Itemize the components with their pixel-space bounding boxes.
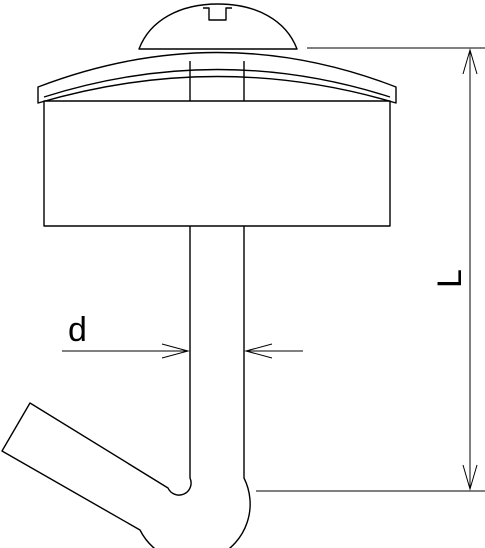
screw-head-outline [138,3,298,50]
diameter-arrow-left-icon [161,343,190,359]
diameter-dimension: d [62,311,303,359]
length-arrow-bottom-icon [462,464,478,491]
cap-plate-outline [37,51,397,104]
screw-slot [203,7,232,21]
hook [1,226,251,548]
diameter-label: d [68,311,87,349]
length-label: L [431,269,469,288]
screw-head [138,3,298,50]
length-dimension: L [256,47,485,492]
cap-plate-inner-curve [43,68,391,98]
body-block [43,100,391,227]
cap-plate [37,51,397,104]
hook-outline [1,226,251,548]
length-arrow-top-icon [462,48,478,75]
diameter-arrow-right-icon [244,343,273,359]
